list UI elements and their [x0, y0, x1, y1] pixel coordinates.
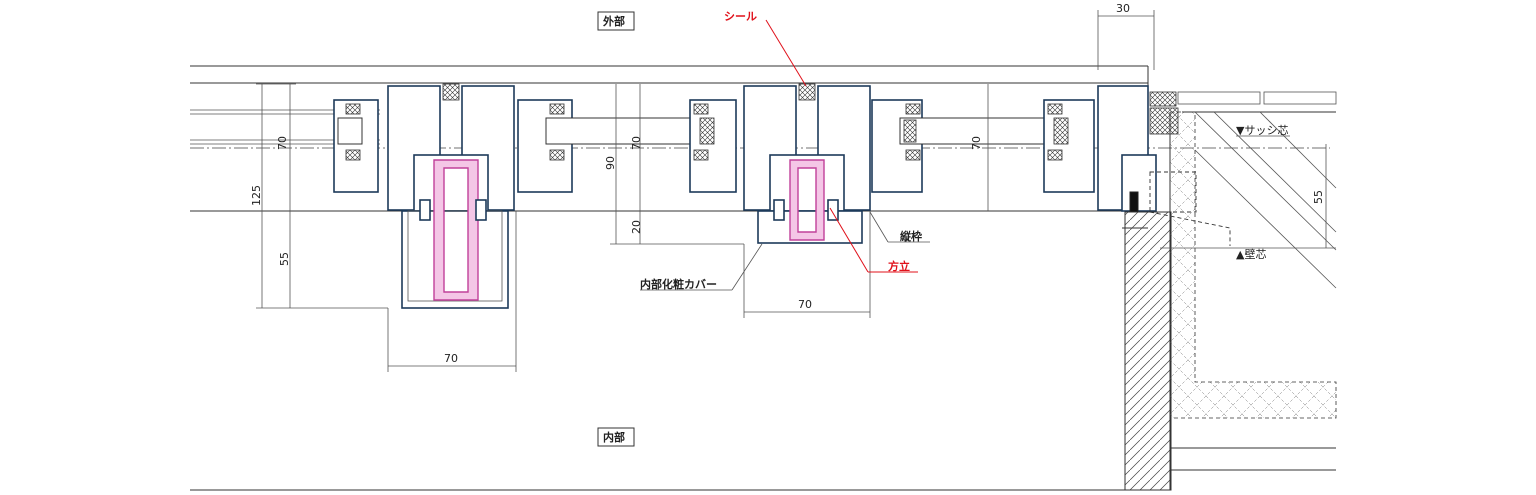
left-mullion-assembly [333, 83, 715, 309]
wall-center-label: ▲壁芯 [1236, 247, 1266, 261]
interior-label-frame [597, 427, 635, 447]
dim-70-bottom-left: 70 [444, 352, 458, 365]
dim-30: 30 [1116, 2, 1130, 15]
dim-55-right: 55 [1312, 190, 1325, 204]
dim-70-c: 70 [970, 136, 983, 150]
right-jamb-assembly [1043, 85, 1337, 246]
leader-lines [640, 19, 1290, 291]
vertical-frame-label: 縦枠 [900, 229, 922, 243]
sash-center-label: ▼サッシ芯 [1236, 123, 1288, 137]
dim-125: 125 [250, 185, 263, 206]
dim-70-a: 70 [276, 136, 289, 150]
wall-section [1124, 111, 1337, 491]
dimension-lines [256, 10, 1336, 372]
wall-lines [190, 65, 1149, 491]
interior-label: 内部 [603, 430, 625, 444]
dim-70-bottom-mid: 70 [798, 298, 812, 311]
dim-70-b: 70 [630, 136, 643, 150]
exterior-label: 外部 [602, 14, 625, 28]
middle-mullion-assembly [689, 83, 1069, 244]
dim-90: 90 [604, 156, 617, 170]
dim-20: 20 [630, 220, 643, 234]
exterior-label-frame [597, 11, 635, 31]
seal-label: シール [724, 10, 757, 23]
mullion-label: 方立 [888, 259, 910, 273]
dim-55-left: 55 [278, 252, 291, 266]
interior-cover-label: 内部化粧カバー [640, 277, 717, 291]
